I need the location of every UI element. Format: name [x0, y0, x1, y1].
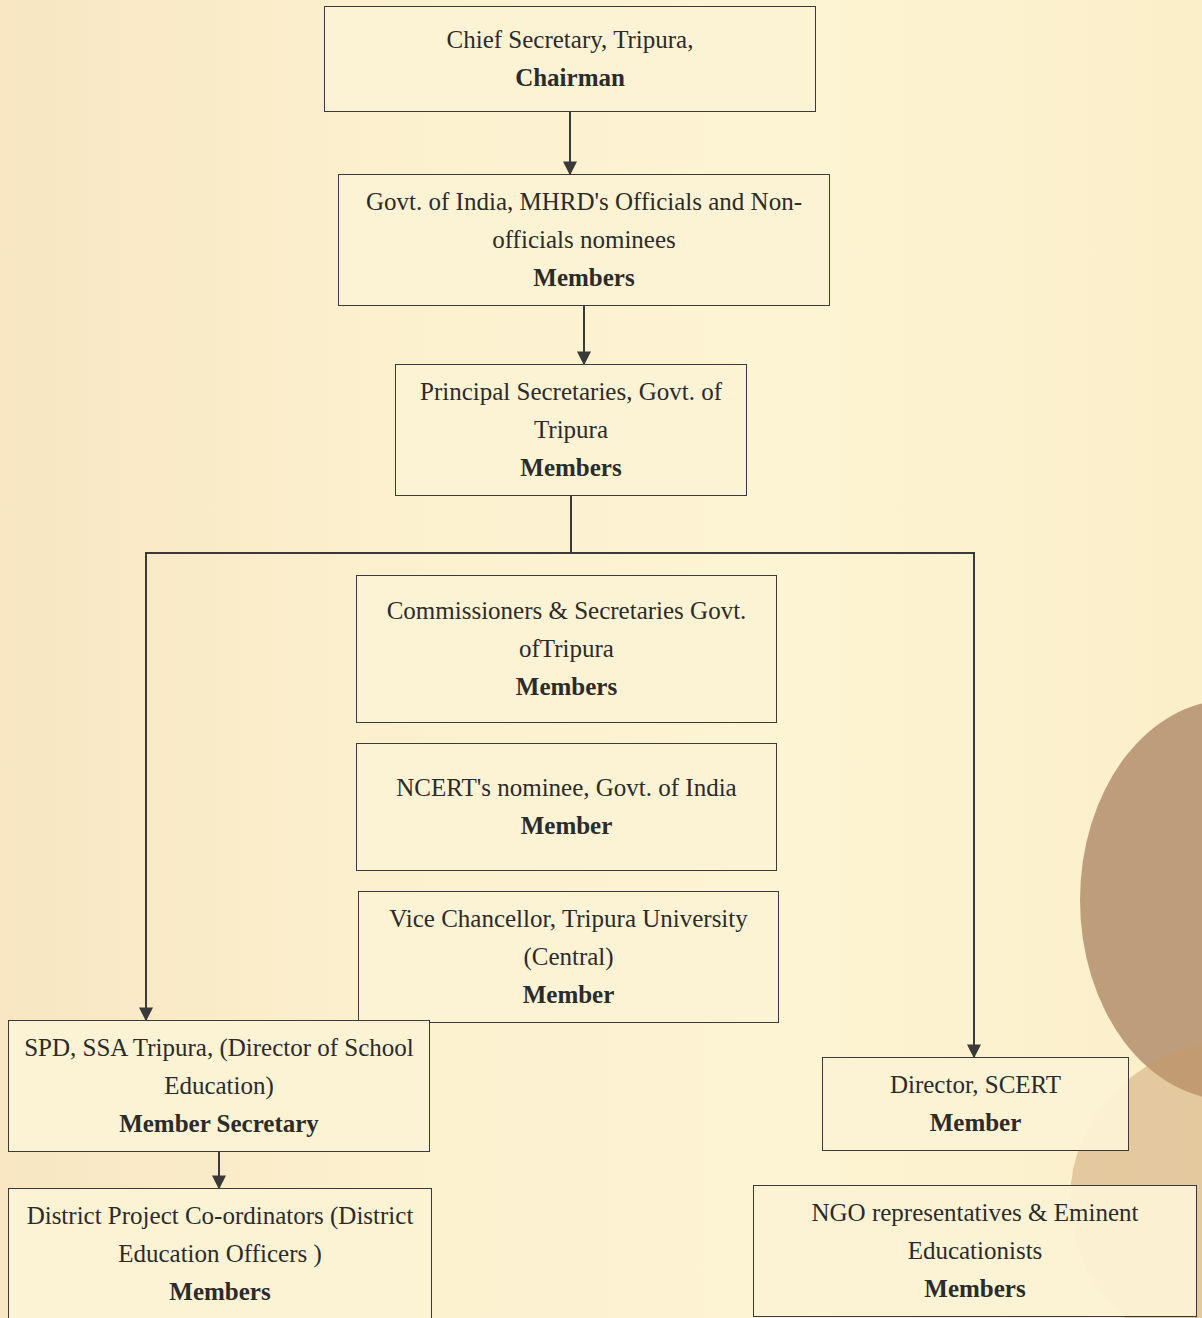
role-label: Chairman: [515, 59, 625, 97]
org-box: NCERT's nominee, Govt. of IndiaMember: [356, 743, 777, 871]
office-name: District Project Co-ordinators (District…: [21, 1197, 419, 1273]
role-label: Member: [523, 976, 615, 1014]
role-label: Members: [520, 449, 621, 487]
office-name: NCERT's nominee, Govt. of India: [396, 769, 736, 807]
office-name: Commissioners & Secretaries Govt. ofTrip…: [369, 592, 764, 668]
org-box: Chief Secretary, Tripura,Chairman: [324, 6, 816, 112]
role-label: Member: [930, 1104, 1022, 1142]
org-box: Vice Chancellor, Tripura University (Cen…: [358, 891, 779, 1023]
org-box: District Project Co-ordinators (District…: [8, 1188, 432, 1318]
role-label: Member Secretary: [119, 1105, 319, 1143]
office-name: SPD, SSA Tripura, (Director of School Ed…: [21, 1029, 417, 1105]
org-box: Director, SCERTMember: [822, 1057, 1129, 1151]
photo-figure: [1080, 700, 1202, 1100]
org-box: SPD, SSA Tripura, (Director of School Ed…: [8, 1020, 430, 1152]
office-name: Vice Chancellor, Tripura University (Cen…: [371, 900, 766, 976]
office-name: Govt. of India, MHRD's Officials and Non…: [351, 183, 817, 259]
role-label: Members: [924, 1270, 1025, 1308]
role-label: Members: [516, 668, 617, 706]
org-box: NGO representatives & Eminent Educationi…: [753, 1185, 1197, 1317]
org-box: Principal Secretaries, Govt. of TripuraM…: [395, 364, 747, 496]
role-label: Members: [533, 259, 634, 297]
office-name: NGO representatives & Eminent Educationi…: [766, 1194, 1184, 1270]
hierarchy-connector: [583, 306, 585, 364]
hierarchy-connector: [569, 112, 571, 174]
office-name: Principal Secretaries, Govt. of Tripura: [408, 373, 734, 449]
org-box: Govt. of India, MHRD's Officials and Non…: [338, 174, 830, 306]
office-name: Director, SCERT: [890, 1066, 1061, 1104]
org-box: Commissioners & Secretaries Govt. ofTrip…: [356, 575, 777, 723]
role-label: Member: [521, 807, 613, 845]
office-name: Chief Secretary, Tripura,: [447, 21, 694, 59]
hierarchy-connector: [218, 1152, 220, 1188]
role-label: Members: [169, 1273, 270, 1311]
